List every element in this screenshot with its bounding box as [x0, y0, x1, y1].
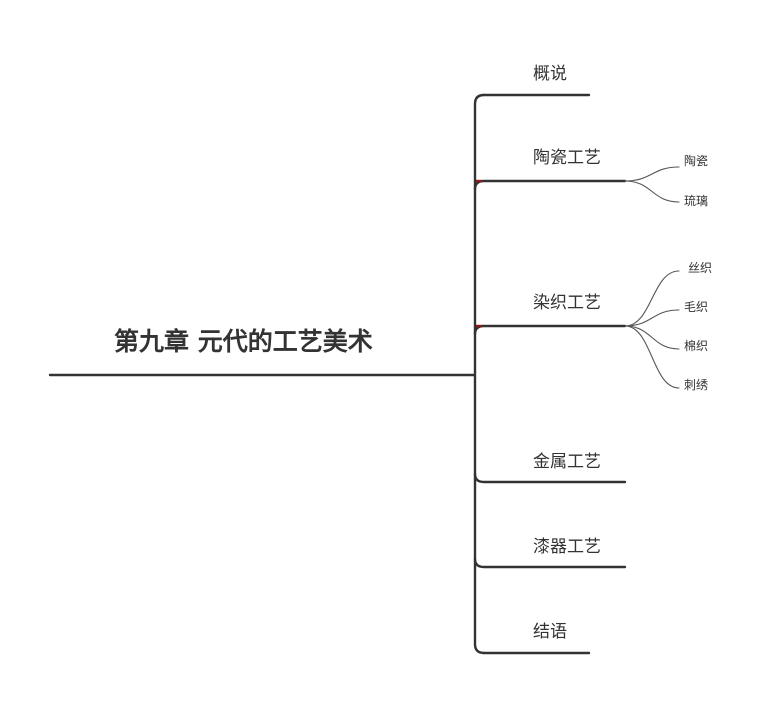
sub-topic-2-2[interactable]: 琉璃 — [684, 194, 708, 208]
sub-topic-3-4[interactable]: 刺绣 — [684, 378, 708, 392]
branch-topic-2[interactable]: 陶瓷工艺 — [533, 148, 601, 168]
branch-line-3 — [473, 324, 627, 336]
sub-topic-3-1[interactable]: 丝织 — [688, 261, 712, 275]
branch-topic-5[interactable]: 漆器工艺 — [533, 537, 601, 557]
sub-connector-2-2 — [624, 180, 680, 203]
branch-topic-4[interactable]: 金属工艺 — [533, 452, 601, 472]
branch-line-2 — [473, 179, 627, 191]
branch-topic-1[interactable]: 概说 — [533, 64, 567, 84]
sub-connector-2-1 — [624, 166, 680, 182]
sub-topic-2-1[interactable]: 陶瓷 — [684, 153, 708, 168]
branch-topic-6[interactable]: 结语 — [533, 622, 567, 642]
sub-connector-3-3 — [624, 325, 680, 350]
branch-topic-3[interactable]: 染织工艺 — [533, 293, 601, 313]
sub-connector-3-2 — [624, 309, 680, 327]
root-topic[interactable]: 第九章 元代的工艺美术 — [114, 327, 373, 356]
sub-topic-3-3[interactable]: 棉织 — [684, 339, 708, 353]
branch-line-4 — [473, 472, 627, 484]
spine-line — [473, 93, 486, 655]
branch-line-5 — [473, 557, 627, 569]
sub-connector-3-1 — [624, 270, 680, 327]
sub-topic-3-2[interactable]: 毛织 — [684, 300, 708, 314]
sub-connector-3-4 — [624, 325, 680, 389]
